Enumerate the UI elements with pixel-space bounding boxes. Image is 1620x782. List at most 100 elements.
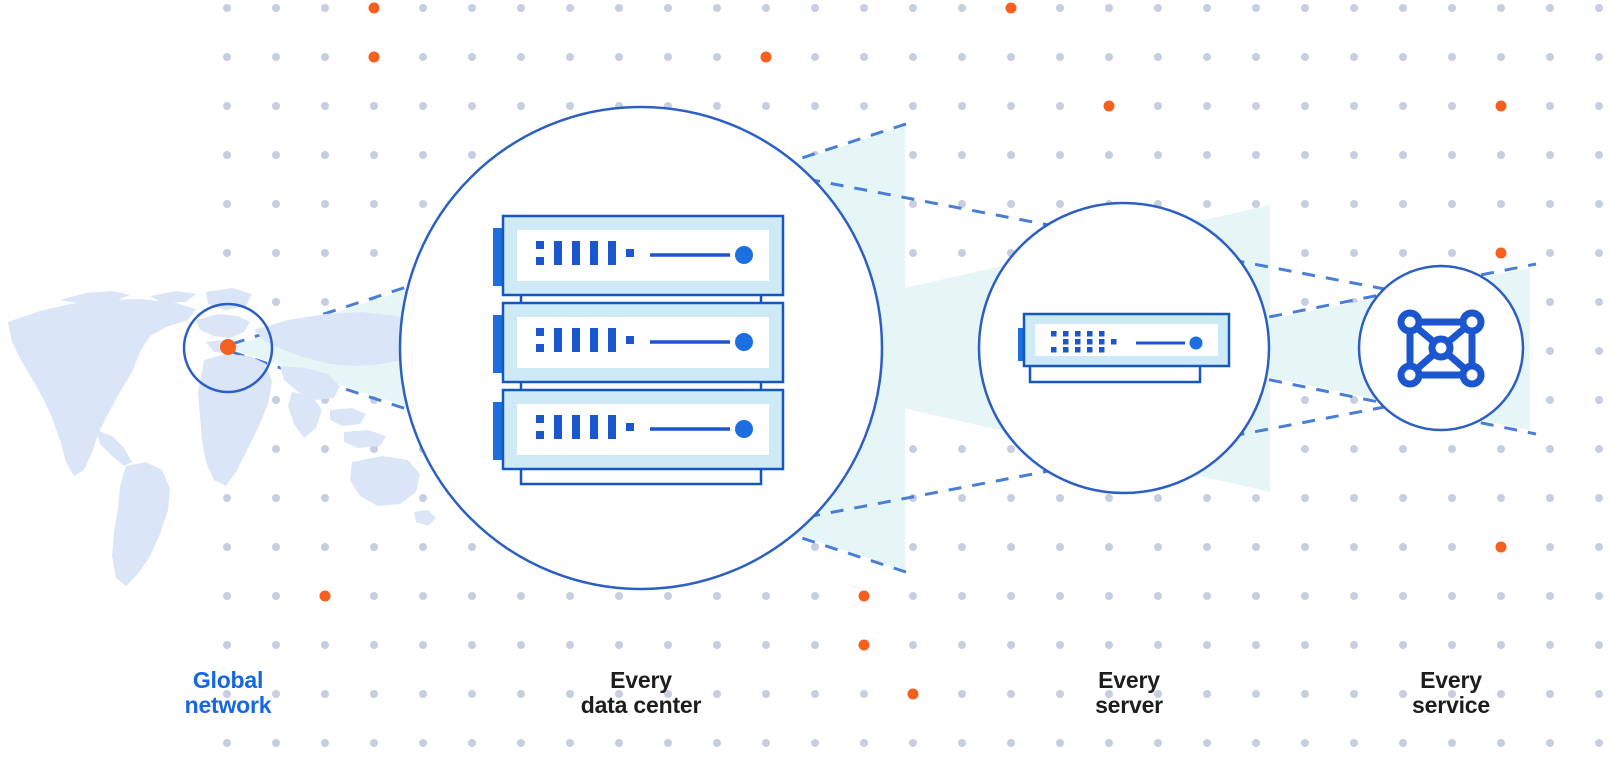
grid-dot <box>1105 151 1113 159</box>
grid-dot <box>1252 641 1260 649</box>
grid-dot <box>1350 102 1358 110</box>
grid-dot <box>1154 4 1162 12</box>
grid-dot <box>1546 543 1554 551</box>
grid-dot <box>1595 543 1603 551</box>
accent-dot <box>319 590 331 602</box>
grid-dot <box>958 200 966 208</box>
grid-dot <box>223 200 231 208</box>
grid-dot <box>517 53 525 61</box>
grid-dot <box>370 592 378 600</box>
label-every-service: Every service <box>1412 667 1490 718</box>
grid-dot <box>1203 690 1211 698</box>
grid-dot <box>468 53 476 61</box>
grid-dot <box>713 690 721 698</box>
world-map-icon <box>8 288 444 586</box>
grid-dot <box>1399 4 1407 12</box>
accent-dot <box>907 688 919 700</box>
grid-dot <box>517 102 525 110</box>
grid-dot <box>909 739 917 747</box>
grid-dot <box>566 102 574 110</box>
grid-dot <box>1252 592 1260 600</box>
grid-dot <box>1595 445 1603 453</box>
grid-dot <box>321 690 329 698</box>
grid-dot <box>370 102 378 110</box>
grid-dot <box>1595 641 1603 649</box>
grid-dot <box>1056 151 1064 159</box>
server-rack-icon <box>493 214 785 486</box>
grid-dot <box>1203 592 1211 600</box>
grid-dot <box>811 4 819 12</box>
grid-dot <box>566 592 574 600</box>
grid-dot <box>909 543 917 551</box>
network-mesh-icon <box>1397 309 1485 388</box>
grid-dot <box>1203 543 1211 551</box>
grid-dot <box>272 200 280 208</box>
grid-dot <box>370 445 378 453</box>
grid-dot <box>321 494 329 502</box>
grid-dot <box>1105 690 1113 698</box>
grid-dot <box>272 641 280 649</box>
grid-dot <box>1546 396 1554 404</box>
grid-dot <box>1399 690 1407 698</box>
grid-dot <box>1007 200 1015 208</box>
grid-dot <box>1399 102 1407 110</box>
grid-dot <box>321 200 329 208</box>
grid-dot <box>1056 690 1064 698</box>
grid-dot <box>713 53 721 61</box>
grid-dot <box>468 4 476 12</box>
grid-dot <box>370 543 378 551</box>
grid-dot <box>762 4 770 12</box>
grid-dot <box>468 641 476 649</box>
grid-dot <box>370 641 378 649</box>
accent-dot <box>368 2 380 14</box>
grid-dot <box>811 641 819 649</box>
grid-dot <box>321 739 329 747</box>
grid-dot <box>517 690 525 698</box>
grid-dot <box>1056 494 1064 502</box>
grid-dot <box>1105 494 1113 502</box>
grid-dot <box>1301 494 1309 502</box>
grid-dot <box>1154 739 1162 747</box>
grid-dot <box>468 102 476 110</box>
grid-dot <box>1056 53 1064 61</box>
grid-dot <box>762 690 770 698</box>
grid-dot <box>223 494 231 502</box>
grid-dot <box>1252 543 1260 551</box>
grid-dot <box>272 298 280 306</box>
grid-dot <box>1301 53 1309 61</box>
accent-dot <box>858 639 870 651</box>
grid-dot <box>1105 641 1113 649</box>
grid-dot <box>1252 53 1260 61</box>
grid-dot <box>958 592 966 600</box>
grid-dot <box>1056 4 1064 12</box>
grid-dot <box>860 102 868 110</box>
grid-dot <box>321 53 329 61</box>
grid-dot <box>1203 102 1211 110</box>
grid-dot <box>1399 739 1407 747</box>
grid-dot <box>223 592 231 600</box>
grid-dot <box>1595 4 1603 12</box>
global-network-marker-icon <box>220 339 236 355</box>
grid-dot <box>1399 151 1407 159</box>
accent-dot <box>1103 100 1115 112</box>
grid-dot <box>1007 53 1015 61</box>
grid-dot <box>1350 53 1358 61</box>
grid-dot <box>1399 445 1407 453</box>
grid-dot <box>1546 739 1554 747</box>
label-every-data-center: Every data center <box>580 667 702 718</box>
grid-dot <box>272 690 280 698</box>
grid-dot <box>958 641 966 649</box>
grid-dot <box>321 641 329 649</box>
grid-dot <box>1448 543 1456 551</box>
grid-dot <box>1497 494 1505 502</box>
grid-dot <box>370 151 378 159</box>
grid-dot <box>419 151 427 159</box>
grid-dot <box>1497 641 1505 649</box>
grid-dot <box>223 739 231 747</box>
grid-dot <box>272 494 280 502</box>
grid-dot <box>1203 151 1211 159</box>
grid-dot <box>909 151 917 159</box>
grid-dot <box>909 641 917 649</box>
grid-dot <box>1448 641 1456 649</box>
grid-dot <box>713 739 721 747</box>
